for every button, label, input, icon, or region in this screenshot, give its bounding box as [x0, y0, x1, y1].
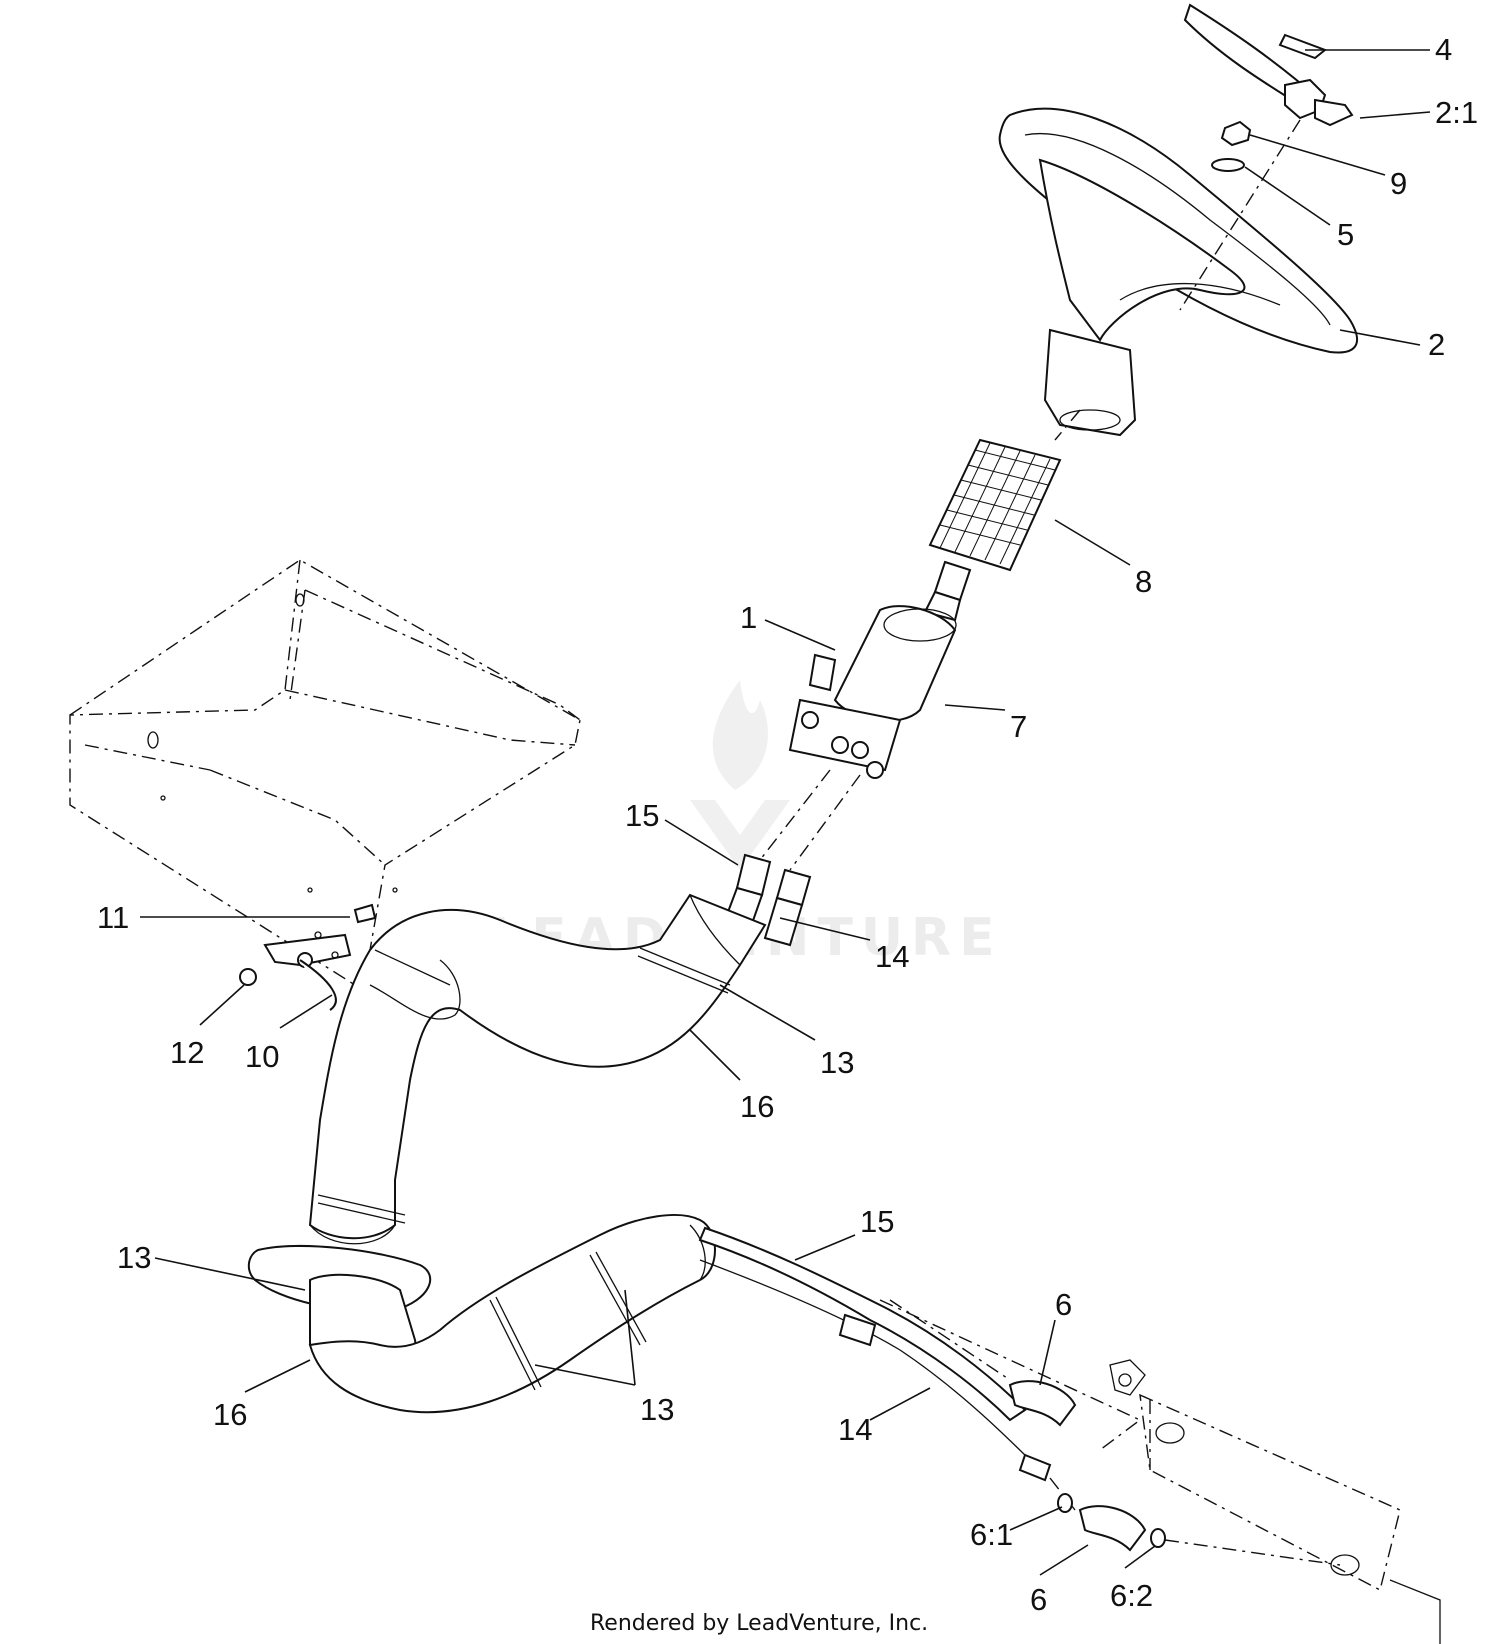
callout-13-left: 13	[117, 1240, 151, 1275]
footer-credit: Rendered by LeadVenture, Inc.	[590, 1611, 928, 1636]
callout-11: 11	[97, 900, 129, 935]
callout-16-lower: 16	[213, 1397, 247, 1432]
callout-6-2: 6:2	[1110, 1578, 1153, 1613]
spline-cover	[928, 409, 1081, 572]
callout-5: 5	[1337, 217, 1354, 252]
steering-column	[759, 560, 972, 871]
dash-panel	[69, 559, 581, 987]
callout-15-lower: 15	[860, 1204, 894, 1239]
callout-6-upper: 6	[1055, 1287, 1072, 1322]
callout-2-1: 2:1	[1435, 95, 1478, 130]
callout-14-upper: 14	[875, 939, 909, 974]
lower-hose-boot	[247, 1214, 716, 1414]
callout-6-1: 6:1	[970, 1517, 1013, 1552]
callout-15-upper: 15	[625, 798, 659, 833]
steering-wheel	[998, 107, 1359, 437]
callout-2: 2	[1428, 327, 1445, 362]
callout-16-upper: 16	[740, 1089, 774, 1124]
center-cap-group	[1179, 3, 1354, 311]
leader-lines	[140, 49, 1431, 1576]
upper-hose-boot	[308, 893, 767, 1245]
lower-hoses	[698, 1226, 1076, 1511]
callout-9: 9	[1390, 166, 1407, 201]
callout-14-lower: 14	[838, 1412, 872, 1447]
callout-8: 8	[1135, 564, 1152, 599]
callout-4: 4	[1435, 32, 1452, 67]
callout-labels: 4 2:1 9 5 2 8 1 7 15 14 11 12 10 13 16 1…	[97, 32, 1478, 1617]
callout-6-lower: 6	[1030, 1582, 1047, 1617]
steering-cylinder	[879, 1299, 1441, 1644]
callout-13-lower: 13	[640, 1392, 674, 1427]
elbow-fittings	[1008, 1380, 1166, 1552]
callout-1: 1	[740, 600, 757, 635]
callout-12: 12	[170, 1035, 204, 1070]
callout-10: 10	[245, 1039, 279, 1074]
callout-7: 7	[1010, 709, 1027, 744]
callout-13-upper: 13	[820, 1045, 854, 1080]
